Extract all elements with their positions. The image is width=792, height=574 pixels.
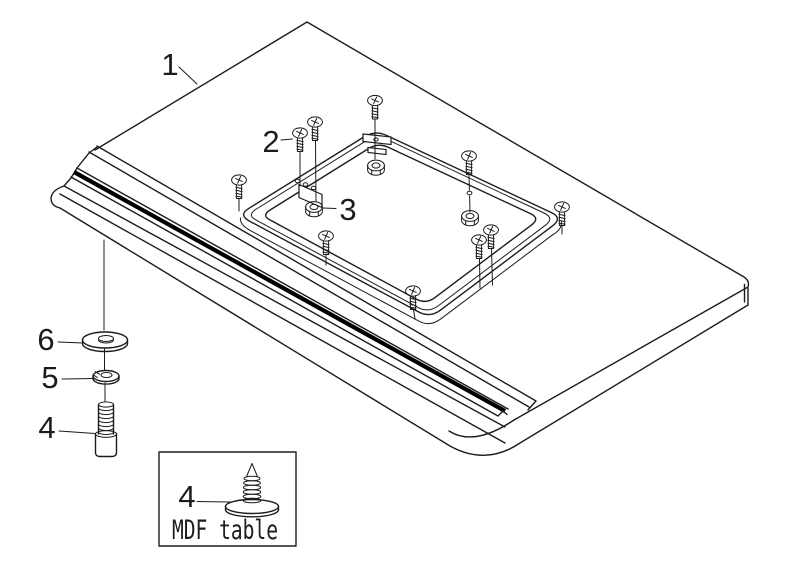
part-stack [81, 239, 129, 458]
callout-3-label: 3 [339, 192, 356, 227]
flange-hole-right [466, 190, 473, 196]
frame-screw [483, 224, 499, 249]
callout-6-label: 6 [37, 322, 54, 357]
callout-1-leader [178, 66, 198, 85]
miter-track [59, 145, 537, 444]
callout-5: 5 [41, 360, 94, 395]
frame-screw [231, 174, 247, 199]
hex-nut [461, 210, 479, 227]
frame-screw [307, 116, 323, 141]
callout-1: 1 [161, 47, 198, 85]
insert-frame [239, 132, 563, 325]
callout-6: 6 [37, 322, 84, 357]
frame-corner-bracket [362, 133, 392, 156]
spring-washer [92, 369, 120, 385]
callout-4-label: 4 [38, 410, 55, 445]
frame-screw [367, 94, 383, 120]
frame-clamp-plate [298, 183, 323, 209]
callout-4: 4 [38, 410, 96, 445]
callout-5-leader [61, 378, 94, 380]
part-stack-centerline [103, 239, 106, 402]
track-slot-line [72, 170, 507, 413]
callout-2: 2 [262, 124, 293, 159]
flat-washer [81, 331, 129, 353]
callout-3: 3 [322, 192, 357, 227]
callout-2-label: 2 [262, 124, 279, 159]
frame-screw [471, 234, 487, 259]
legend-caption: MDF table [172, 515, 278, 546]
callout-1-label: 1 [161, 47, 178, 82]
callout-5-label: 5 [41, 360, 58, 395]
callout-2-leader [280, 138, 293, 141]
screw-centerlines [238, 119, 563, 320]
callout-6-leader [57, 341, 84, 344]
hex-nut [367, 159, 385, 176]
legend-screw-icon [224, 463, 280, 518]
callouts: 1 2 3 6 5 4 [37, 47, 356, 445]
cap-screw [94, 401, 118, 458]
legend: 4 MDF table [158, 451, 297, 547]
legend-part-number: 4 [178, 479, 195, 514]
legend-box [158, 451, 297, 547]
frame-screw [292, 127, 308, 152]
callout-3-leader [322, 207, 337, 209]
callout-4-leader [58, 430, 96, 434]
table-top [50, 21, 750, 456]
legend-leader [196, 501, 231, 503]
